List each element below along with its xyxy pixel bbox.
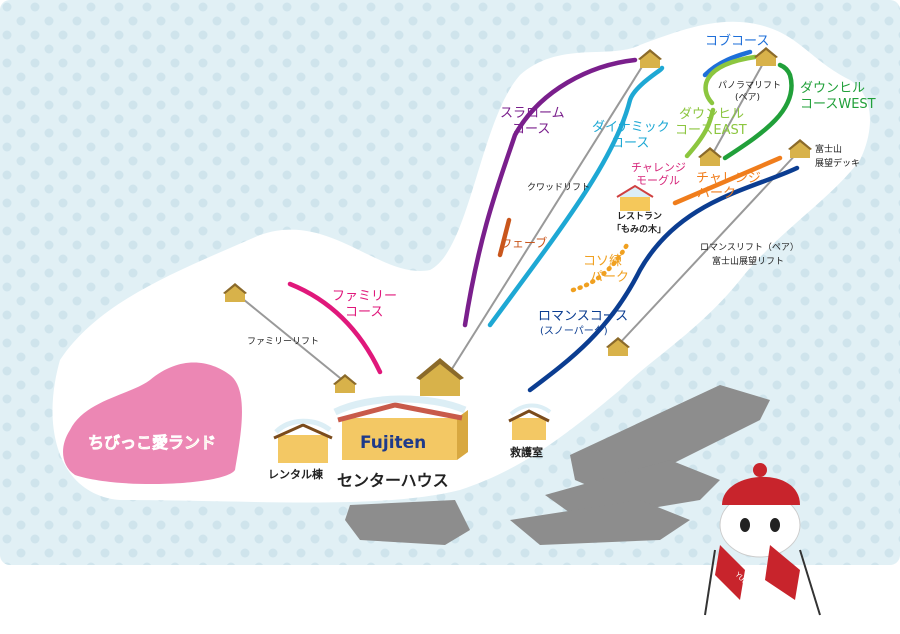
- dynamic-course-label-2: コース: [611, 136, 649, 151]
- family-course-label: ファミリー: [332, 289, 397, 304]
- rental-building[interactable]: [273, 418, 333, 463]
- restaurant-building: [616, 184, 654, 211]
- slalom-course-label-2: コース: [512, 122, 550, 137]
- quad-lift-label: クワッドリフト: [527, 182, 590, 193]
- challenge-park-label: チャレンジ: [696, 171, 761, 186]
- snow-area: [52, 21, 870, 503]
- wave-course[interactable]: [497, 217, 512, 258]
- kids-land-area[interactable]: [63, 362, 242, 485]
- downhill-east-label: ダウンヒル: [679, 107, 744, 122]
- center-house-label: センターハウス: [337, 471, 449, 490]
- challenge-park-course[interactable]: [672, 155, 783, 206]
- downhill-east-label-2: コースEAST: [675, 123, 747, 138]
- slalom-course[interactable]: [462, 57, 638, 328]
- romance-course-label-2: (スノーパーク): [540, 325, 608, 337]
- first-aid-label: 救護室: [510, 445, 543, 459]
- romance-lift-label-2: 富士山展望リフト: [712, 255, 784, 267]
- parking-lots: [345, 385, 770, 545]
- restaurant-label: レストラン: [617, 211, 662, 222]
- fuji-deck-label: 富士山: [815, 143, 842, 155]
- rental-label: レンタル棟: [268, 467, 324, 481]
- panorama-lift-label: パノラマリフト: [718, 80, 781, 91]
- yukio-mascot: [704, 463, 821, 616]
- romance-lift-label: ロマンスリフト（ペア）: [700, 242, 799, 253]
- dynamic-course-label: ダイナミック: [592, 120, 670, 135]
- fujiten-sign: Fujiten: [360, 433, 426, 453]
- fuji-deck-label-2: 展望デッキ: [815, 157, 860, 169]
- dynamic-course[interactable]: [487, 65, 665, 328]
- downhill-east-course[interactable]: [684, 54, 758, 159]
- center-house-building[interactable]: [333, 395, 468, 460]
- mogul-course[interactable]: [702, 49, 753, 78]
- first-aid-building[interactable]: [508, 403, 552, 441]
- downhill-west-course[interactable]: [722, 62, 794, 161]
- challenge-mogul-label: チャレンジ: [631, 161, 686, 174]
- lift-lines: [237, 59, 801, 383]
- mogul-course-label: コブコース: [705, 33, 769, 49]
- practice-park-course[interactable]: [570, 240, 631, 293]
- kids-land-label: ちびっこ愛ランド: [88, 433, 216, 452]
- slalom-course-label: スラローム: [500, 106, 565, 121]
- restaurant-label-2: 「もみの木」: [612, 223, 666, 235]
- downhill-west-label-2: コースWEST: [800, 97, 876, 112]
- family-lift-label: ファミリーリフト: [247, 337, 319, 347]
- family-course-label-2: コース: [345, 305, 383, 320]
- practice-park-label: コソ練: [583, 254, 622, 269]
- family-course[interactable]: [287, 281, 383, 375]
- romance-course-label: ロマンスコース: [538, 309, 628, 324]
- romance-course[interactable]: [527, 165, 800, 393]
- practice-park-label-2: パーク: [590, 270, 629, 285]
- wave-label: ウェーブ: [500, 235, 547, 250]
- challenge-park-label-2: パーク: [697, 186, 736, 201]
- panorama-lift-label-2: (ペア): [735, 93, 760, 103]
- downhill-west-label: ダウンヒル: [800, 81, 865, 96]
- challenge-mogul-label-2: モーグル: [636, 173, 680, 187]
